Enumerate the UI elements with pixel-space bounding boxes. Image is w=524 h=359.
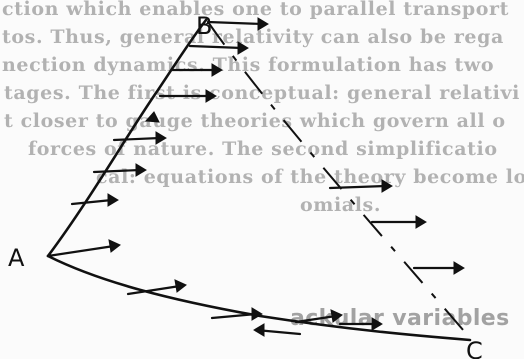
background-text-line: omials. [300,194,382,216]
point-label-c: C [466,337,483,359]
vector-arrow [328,179,393,193]
path-b-to-c-dashed [207,21,471,339]
background-text-line: forces of nature. The second simplificat… [28,138,498,160]
point-label-b: B [196,12,212,40]
background-text-line: t closer to gauge theories which govern … [4,110,506,132]
vector-arrow [253,323,302,337]
background-text-line: tos. Thus, general relativity can also b… [2,26,504,48]
background-text-line: nection dynamics. This formulation has t… [2,54,495,76]
vector-arrow [412,261,465,275]
vector-arrow [144,111,160,123]
vector-arrow [188,41,249,55]
vector-arrow [158,89,217,103]
path-a-to-c [46,254,472,342]
vector-arrow [126,279,187,296]
path-a-to-b [46,18,208,258]
vector-arrow [210,307,263,321]
vector-arrow [294,309,343,324]
background-text-line: cal: equations of the theory become low … [96,166,524,188]
vector-arrow [92,163,147,177]
vector-arrow [170,63,223,77]
vector-arrow [70,193,119,207]
point-label-a: A [8,244,25,272]
vector-arrow [206,17,269,31]
vector-arrow [370,215,427,229]
vector-arrow [112,131,167,145]
background-text-line: ction which enables one to parallel tran… [2,0,510,20]
vector-arrow [46,239,121,258]
vector-arrow [338,317,383,331]
